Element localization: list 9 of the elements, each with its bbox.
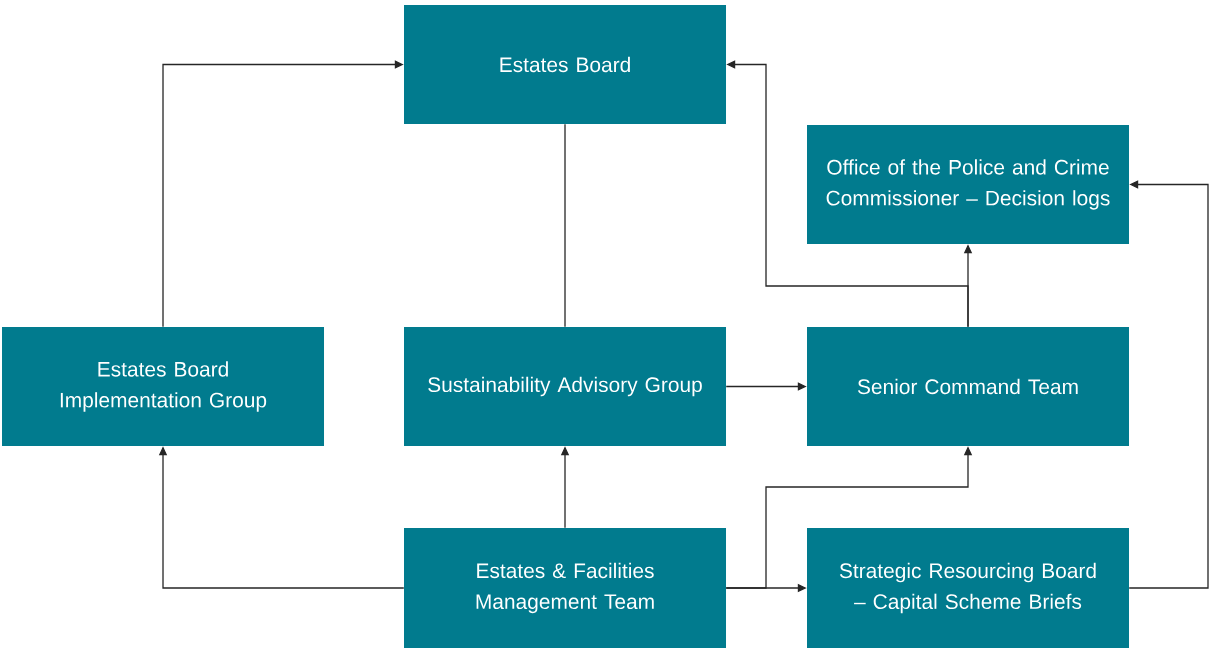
process-box: Estates Board Implementation Group	[2, 327, 324, 446]
arrow	[1128, 180, 1209, 589]
process-box: Senior Command Team	[807, 327, 1129, 446]
process-box: Strategic Resourcing Board – Capital Scheme Briefs	[807, 528, 1129, 648]
connector-line	[564, 123, 566, 328]
process-box: Sustainability Advisory Group	[404, 327, 726, 446]
process-box: Estates Board	[404, 5, 726, 124]
process-box: Estates & Facilities Management Team	[404, 528, 726, 648]
process-box: Office of the Police and Crime Commissioner – Decision logs	[807, 125, 1129, 244]
